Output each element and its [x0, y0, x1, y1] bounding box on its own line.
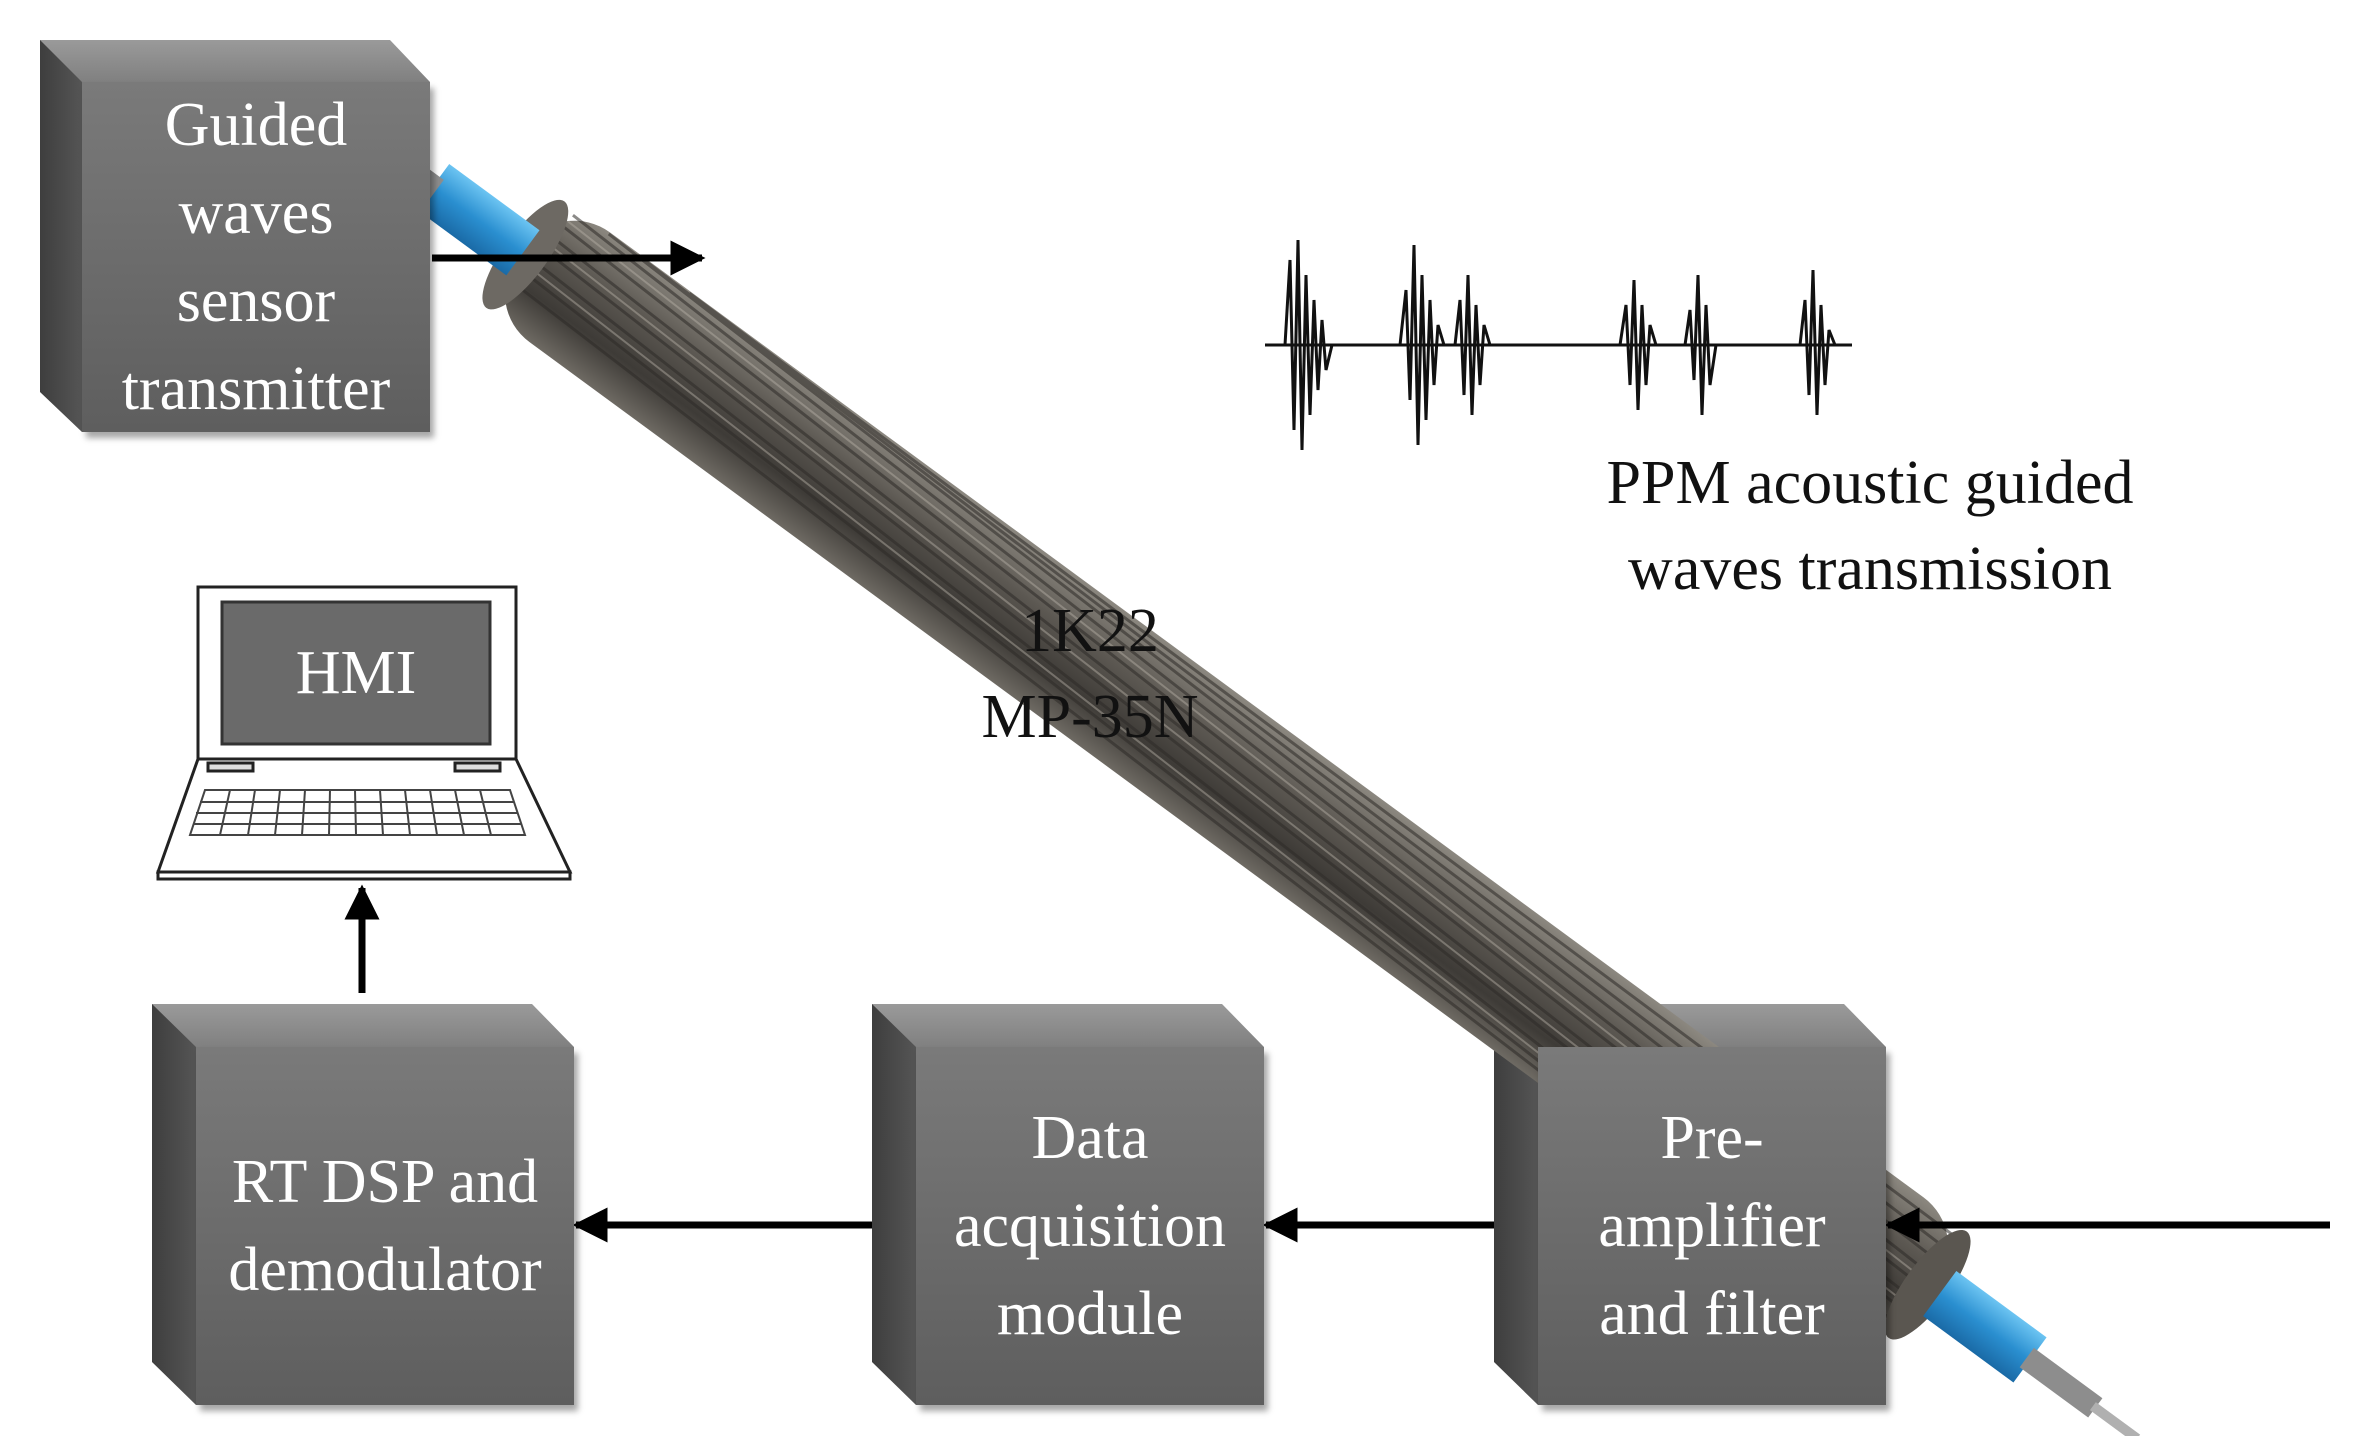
hmi-label: HMI — [295, 638, 417, 707]
preamp-block-label: Pre- amplifier and filter — [1598, 1104, 1826, 1348]
preamp-block: Pre- amplifier and filter — [1538, 1047, 1886, 1405]
rt-dsp-block-3d — [152, 1004, 574, 1405]
data-acquisition-block-label: Data acquisition module — [953, 1104, 1227, 1348]
transmitter-block-face — [82, 82, 430, 432]
preamp-block-face — [1538, 1047, 1886, 1405]
transmitter-block-label: Guided waves sensor transmitter — [121, 91, 391, 423]
transmitter-block-3d — [40, 40, 430, 432]
rt-dsp-block-face — [196, 1047, 574, 1405]
rt-dsp-block-label: RT DSP and demodulator — [228, 1148, 542, 1304]
ppm-waveform — [1265, 239, 1852, 451]
data-acquisition-block-face — [916, 1047, 1264, 1405]
transmission-label: PPM acoustic guided waves transmission — [1606, 449, 2134, 603]
data-acquisition-block: Data acquisition module — [916, 1047, 1264, 1405]
rt-dsp-block: RT DSP and demodulator — [196, 1047, 574, 1405]
data-acquisition-block-3d — [872, 1004, 1264, 1405]
transmitter-block: Guided waves sensor transmitter — [82, 82, 430, 432]
laptop-icon — [155, 585, 573, 881]
cable-illustration — [324, 105, 2141, 1436]
cable-type-label: 1K22 MP-35N — [981, 597, 1199, 751]
signal-arrows — [344, 240, 2330, 1243]
